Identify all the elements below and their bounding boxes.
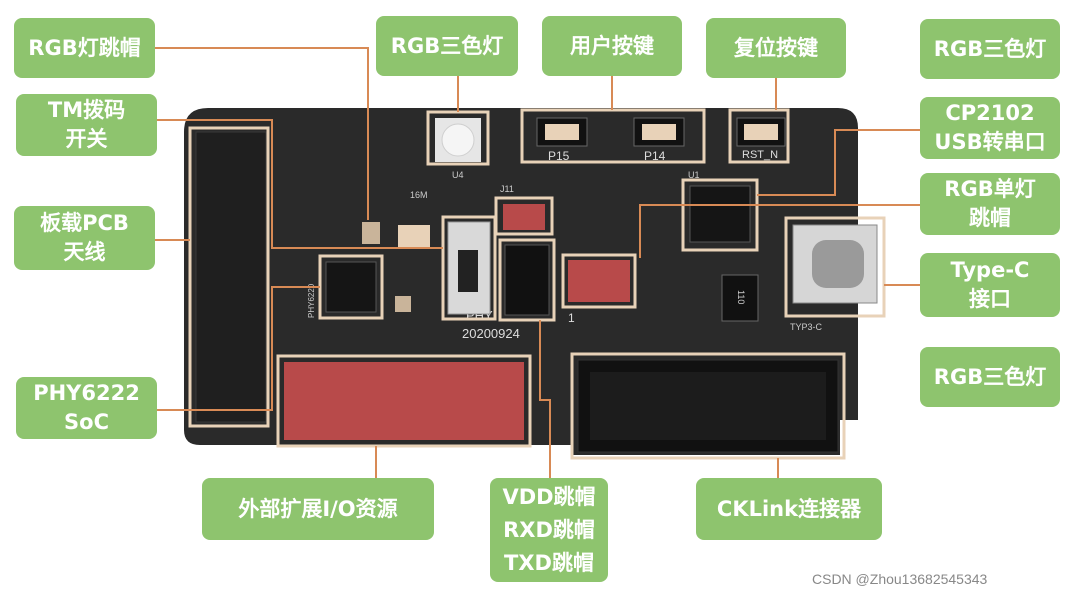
silk-pin1: 1 (568, 311, 575, 325)
jumpers-vdd-rxd-txd (504, 244, 550, 316)
highlight-reset (728, 108, 790, 164)
leader-lines (155, 47, 920, 478)
small-part-2 (395, 296, 411, 312)
jumper-rgb (568, 260, 630, 302)
crystal (398, 225, 430, 247)
label-tm-dip-switch: TM拨码 开关 (16, 94, 157, 156)
cklink-inner (590, 372, 826, 440)
label-text: RGB灯跳帽 (28, 35, 141, 60)
label-cklink: CKLink连接器 (696, 478, 882, 540)
highlight-antenna (188, 126, 270, 428)
label-text: RGB单灯 (944, 177, 1036, 201)
label-pcb-antenna: 板载PCB 天线 (14, 206, 155, 270)
silk-p14: P14 (644, 149, 666, 163)
dip-switch-slider (458, 250, 478, 292)
label-text: 跳帽 (969, 206, 1011, 230)
watermark: CSDN @Zhou13682545343 (812, 571, 988, 587)
button-p15-cap (545, 124, 579, 140)
highlight-external-io (276, 354, 532, 448)
leader-jumpers (539, 320, 551, 478)
silk-u4: U4 (452, 170, 464, 180)
label-text: VDD跳帽 (502, 484, 596, 509)
label-phy6222-soc: PHY6222 SoC (16, 377, 157, 439)
label-text: CKLink连接器 (716, 496, 862, 521)
label-text: 外部扩展I/O资源 (238, 496, 398, 521)
leader-tm-switch (157, 119, 443, 249)
label-text: PHY6222 (33, 381, 140, 405)
label-text: 天线 (63, 240, 106, 264)
small-part-1 (362, 222, 380, 244)
silk-j11: J11 (500, 184, 514, 194)
label-text: TM拨码 (47, 98, 126, 122)
label-text: 开关 (65, 127, 108, 151)
jumper-j11 (503, 204, 545, 230)
silk-u1: U1 (688, 170, 700, 180)
soc-chip (325, 261, 377, 313)
label-rgb-tricolor-right-top: RGB三色灯 (920, 19, 1060, 79)
label-text: 用户按键 (570, 33, 654, 58)
label-text: RGB三色灯 (933, 364, 1047, 389)
label-type-c: Type-C 接口 (920, 253, 1060, 317)
label-reset-button: 复位按键 (706, 18, 846, 78)
silk-110: 110 (736, 290, 746, 304)
regulator (721, 274, 759, 322)
leader-soc (157, 286, 320, 411)
highlight-dip (441, 215, 497, 321)
label-text: 板载PCB (40, 211, 129, 235)
label-rgb-led-jumper: RGB灯跳帽 (14, 18, 155, 78)
leader-rgb-led-jumper (155, 47, 369, 220)
silk-phy6220: PHY6220 (307, 283, 316, 318)
type-c-opening (812, 240, 864, 288)
label-text: RGB三色灯 (933, 36, 1047, 61)
rgb-led-dome (441, 123, 475, 157)
button-reset-cap (744, 124, 778, 140)
highlight-cklink (570, 352, 846, 460)
label-rgb-tricolor-top: RGB三色灯 (376, 16, 518, 76)
label-text: USB转串口 (934, 130, 1046, 154)
pcb-antenna (195, 131, 267, 423)
silk-date: 20200924 (462, 326, 520, 341)
silk-16m: 16M (410, 190, 428, 200)
highlight-rgb-jumper (561, 253, 637, 309)
silk-typec: TYP3-C (790, 322, 823, 332)
label-text: RGB三色灯 (390, 33, 504, 58)
label-text: RXD跳帽 (503, 517, 595, 542)
label-text: SoC (64, 410, 109, 434)
leader-cp2102 (757, 129, 920, 196)
leader-rgb-single-jumper (639, 204, 920, 258)
label-text: CP2102 (945, 101, 1035, 125)
highlight-cp2102 (681, 178, 759, 252)
label-user-buttons: 用户按键 (542, 16, 682, 76)
label-cp2102: CP2102 USB转串口 (920, 97, 1060, 159)
silk-p15: P15 (548, 149, 570, 163)
label-text: Type-C (950, 258, 1030, 282)
button-p14-cap (642, 124, 676, 140)
silk-rst: RST_N (742, 149, 778, 161)
label-external-io: 外部扩展I/O资源 (202, 478, 434, 540)
label-text: 接口 (969, 287, 1011, 311)
label-text: TXD跳帽 (504, 550, 594, 575)
label-rgb-tricolor-right-bottom: RGB三色灯 (920, 347, 1060, 407)
highlight-boxes (188, 108, 886, 460)
label-text: 复位按键 (734, 35, 818, 60)
label-rgb-single-jumper: RGB单灯 跳帽 (920, 173, 1060, 235)
highlight-jumpers (498, 238, 556, 322)
cp2102-chip (689, 185, 751, 243)
label-vdd-rxd-txd: VDD跳帽 RXD跳帽 TXD跳帽 (490, 478, 608, 582)
external-io-header (284, 362, 524, 440)
highlight-type-c (784, 216, 886, 318)
